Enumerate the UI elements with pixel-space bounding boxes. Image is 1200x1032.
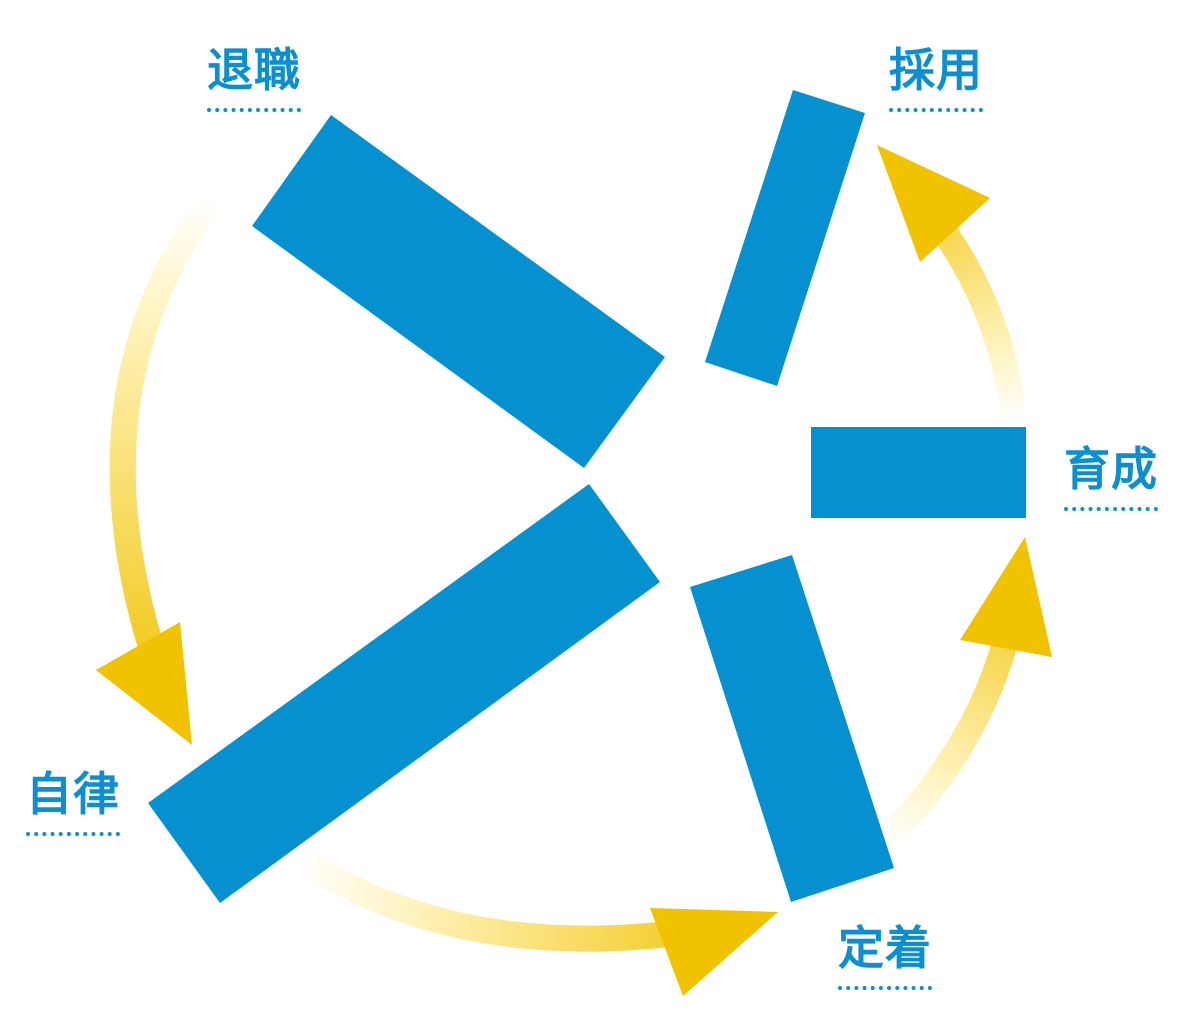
bar-jiritsu xyxy=(148,484,660,903)
arrow-teichaku-to-ikusei xyxy=(878,537,1052,848)
label-ikusei: 育成 xyxy=(1064,443,1158,511)
arrow-jiritsu-to-teichaku xyxy=(292,847,778,996)
label-taishoku: 退職 xyxy=(207,44,301,112)
label-saiyo: 採用 xyxy=(889,44,983,112)
bar-teichaku xyxy=(690,555,894,902)
label-jiritsu: 自律 xyxy=(26,768,120,836)
bar-saiyo xyxy=(705,90,865,386)
bar-ikusei xyxy=(811,427,1026,518)
arrow-ikusei-to-saiyo xyxy=(877,145,1028,422)
arrow-taishoku-to-jiritsu xyxy=(96,192,223,745)
bar-taishoku xyxy=(252,115,665,468)
label-teichaku: 定着 xyxy=(838,922,932,990)
